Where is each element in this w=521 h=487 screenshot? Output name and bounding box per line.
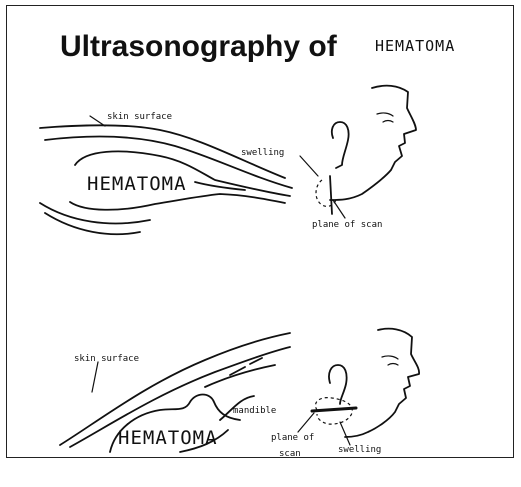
top-plane-of-scan-label: plane of scan xyxy=(312,220,382,230)
bottom-face-outline xyxy=(345,329,419,437)
top-plane-leader xyxy=(333,200,345,218)
bottom-plane-of-scan-label-line2: scan xyxy=(279,449,301,459)
bottom-swelling-label: swelling xyxy=(338,445,381,455)
bottom-plane-of-scan-bar xyxy=(312,408,356,411)
top-swelling-outline xyxy=(316,180,336,206)
top-swelling-label: swelling xyxy=(241,148,284,158)
bottom-skin-surface-label: skin surface xyxy=(74,354,139,364)
bottom-mandible-label: mandible xyxy=(233,406,276,416)
bottom-skin-leader xyxy=(92,362,98,392)
bottom-diagram: HEMATOMA skin surface mandible plane of … xyxy=(60,329,419,459)
top-ear xyxy=(332,122,349,168)
bottom-line-upper xyxy=(205,365,275,387)
top-face-outline xyxy=(330,86,416,200)
bottom-plane-of-scan-label-line1: plane of xyxy=(271,433,314,443)
bottom-face-profile xyxy=(298,329,419,445)
bottom-swelling-leader xyxy=(340,422,350,445)
bottom-eyebrow xyxy=(382,356,398,359)
bottom-hematoma-label: HEMATOMA xyxy=(118,427,218,449)
top-eyebrow xyxy=(377,113,393,116)
top-hematoma-label: HEMATOMA xyxy=(87,173,187,195)
top-skin-surface-label: skin surface xyxy=(107,112,172,122)
bottom-eye xyxy=(388,364,398,366)
bottom-plane-leader xyxy=(298,413,314,432)
top-diagram: HEMATOMA skin surface swelling plane of … xyxy=(40,86,416,235)
top-eye xyxy=(383,121,393,123)
top-face-profile xyxy=(300,86,416,218)
top-swelling-leader xyxy=(300,156,318,176)
top-hematoma-outline-lower xyxy=(70,194,285,210)
top-neck-line xyxy=(330,176,332,214)
